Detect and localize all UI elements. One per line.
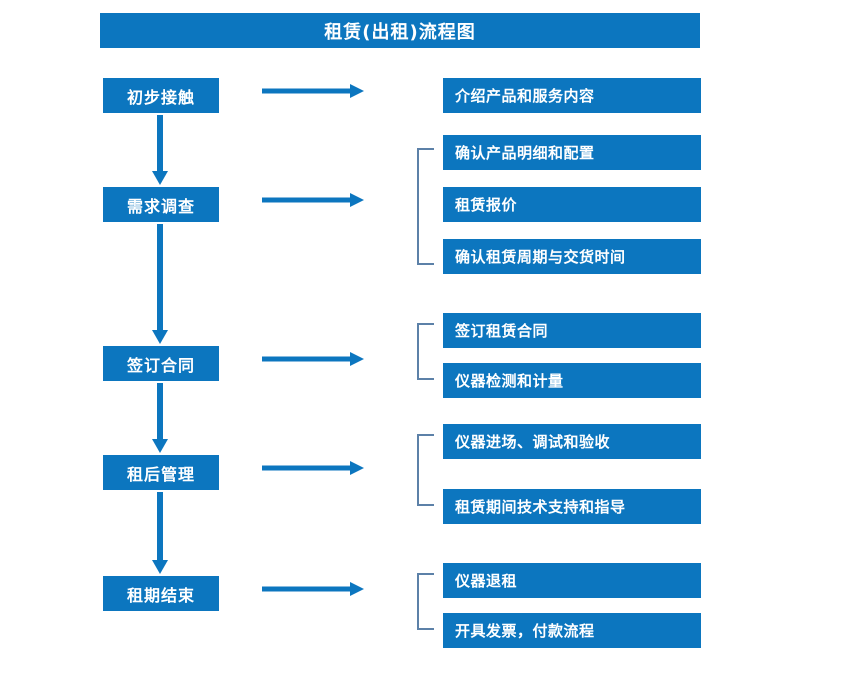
- bracket-group-requirements: [417, 148, 434, 265]
- detail-box-technical-support[interactable]: 租赁期间技术支持和指导: [443, 489, 701, 524]
- arrow-stage-3-to-details: [262, 352, 364, 366]
- bracket-group-contract: [417, 323, 434, 380]
- detail-box-rental-quotation[interactable]: 租赁报价: [443, 187, 701, 222]
- detail-box-instrument-inspection[interactable]: 仪器检测和计量: [443, 363, 701, 398]
- arrow-stage-1-to-details: [262, 84, 364, 98]
- detail-box-confirm-product-details[interactable]: 确认产品明细和配置: [443, 135, 701, 170]
- stage-box-post-rental-management[interactable]: 租后管理: [103, 455, 219, 490]
- detail-box-sign-rental-contract[interactable]: 签订租赁合同: [443, 313, 701, 348]
- bracket-group-management: [417, 434, 434, 506]
- arrow-stage-2-to-details: [262, 193, 364, 207]
- arrow-stage-4-to-details: [262, 461, 364, 475]
- page-title: 租赁(出租)流程图: [100, 13, 700, 48]
- detail-box-confirm-rental-period[interactable]: 确认租赁周期与交货时间: [443, 239, 701, 274]
- detail-box-introduce-products[interactable]: 介绍产品和服务内容: [443, 78, 701, 113]
- stage-box-rental-end[interactable]: 租期结束: [103, 576, 219, 611]
- arrow-stage-5-to-details: [262, 582, 364, 596]
- arrow-stage-4-to-stage-5: [152, 492, 168, 574]
- arrow-stage-1-to-stage-2: [152, 115, 168, 185]
- detail-box-instrument-entry-commissioning[interactable]: 仪器进场、调试和验收: [443, 424, 701, 459]
- detail-box-invoice-payment[interactable]: 开具发票，付款流程: [443, 613, 701, 648]
- bracket-group-end: [417, 573, 434, 630]
- stage-box-sign-contract[interactable]: 签订合同: [103, 346, 219, 381]
- stage-box-initial-contact[interactable]: 初步接触: [103, 78, 219, 113]
- detail-box-instrument-return[interactable]: 仪器退租: [443, 563, 701, 598]
- arrow-stage-2-to-stage-3: [152, 224, 168, 344]
- stage-box-requirement-survey[interactable]: 需求调查: [103, 187, 219, 222]
- arrow-stage-3-to-stage-4: [152, 383, 168, 453]
